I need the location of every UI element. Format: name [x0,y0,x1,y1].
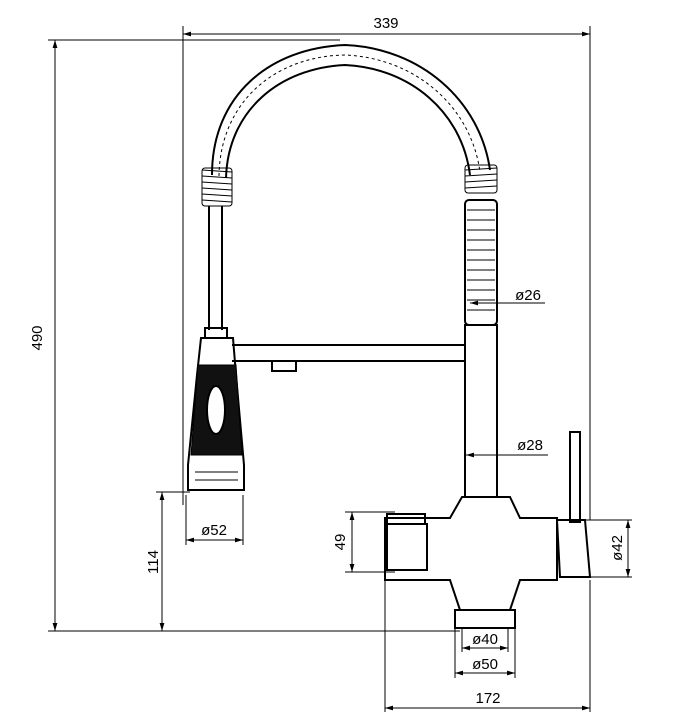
body-width-label: 172 [475,690,500,707]
overall-height-label: 490 [29,325,46,350]
base-diameter-dimensions: ø40 ø50 [454,628,516,678]
spray-diameter-dimension: ø52 [185,495,244,545]
base-inner-diameter-label: ø40 [472,631,498,648]
left-hose [204,206,228,339]
body-height-dimension: 49 [332,511,395,573]
spray-head [187,337,245,491]
right-coil-bands [464,164,498,194]
horizontal-arm [232,344,466,372]
overall-height-dimension: 490 [29,39,460,632]
spray-height-label: 114 [145,550,162,574]
body-height-label: 49 [332,534,349,551]
column-diameter-label: ø28 [517,437,543,454]
overall-width-label: 339 [373,15,398,32]
handle-diameter-dimension: ø42 [583,519,632,578]
base-outer-diameter-label: ø50 [472,656,498,673]
left-coil-bands [201,167,233,207]
column-diameter-dimension: ø28 [466,437,548,458]
main-column [464,324,498,498]
body-width-dimension: 172 [384,580,591,712]
handle-diameter-label: ø42 [609,535,626,561]
spray-diameter-label: ø52 [201,522,227,539]
spring-coil [201,43,498,207]
hose-diameter-label: ø26 [515,287,541,304]
spray-height-dimension: 114 [145,491,190,631]
overall-width-dimension: 339 [182,15,591,520]
right-hose-spring [464,199,498,326]
faucet-body [384,431,592,629]
spray-button-icon [206,385,226,435]
hose-diameter-dimension: ø26 [470,287,545,306]
